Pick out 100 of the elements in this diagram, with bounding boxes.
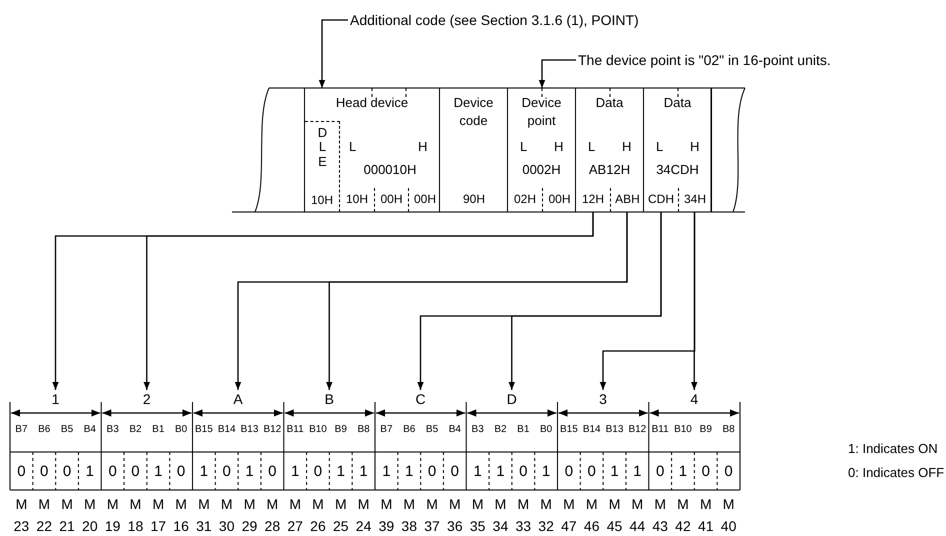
device-number: 25 (332, 517, 350, 535)
device-number: 42 (674, 517, 692, 535)
device-letter: M (106, 495, 120, 513)
device-number: 23 (12, 517, 30, 535)
low-byte-marker: L (349, 138, 356, 156)
bit-value: 0 (564, 462, 574, 482)
high-byte-marker: H (554, 138, 564, 156)
device-letter: M (197, 495, 211, 513)
bit-name: B15 (559, 423, 579, 437)
device-number: 31 (195, 517, 213, 535)
bit-value: 1 (290, 462, 300, 482)
annotation-text: The device point is "02" in 16-point units. (578, 50, 938, 70)
device-letter: M (14, 495, 28, 513)
bit-value: 0 (222, 462, 232, 482)
device-letter: M (494, 495, 508, 513)
device-letter: M (242, 495, 256, 513)
byte-value: 10H (340, 188, 374, 212)
device-number: 47 (560, 517, 578, 535)
bit-name: B9 (334, 423, 348, 437)
bit-name: B11 (286, 423, 305, 437)
device-letter: M (83, 495, 97, 513)
device-number: 40 (720, 517, 738, 535)
bit-value: 1 (472, 462, 483, 482)
device-letter: M (630, 495, 644, 513)
device-number: 35 (468, 517, 486, 535)
low-byte-marker: L (656, 138, 664, 156)
device-number: 19 (104, 517, 122, 535)
nibble-label: B (314, 390, 345, 408)
device-number: 27 (286, 517, 304, 535)
bit-value: 0 (107, 462, 118, 482)
bit-name: B13 (604, 423, 624, 437)
bit-value: 1 (336, 462, 346, 482)
nibble-label: 1 (40, 390, 71, 408)
byte-value: 00H (408, 188, 441, 212)
high-byte-marker: H (622, 138, 632, 156)
bit-name: B5 (60, 423, 74, 437)
dle-field (305, 121, 340, 212)
device-number: 39 (378, 517, 396, 535)
bit-value: 0 (586, 462, 597, 482)
bit-value: 1 (495, 462, 506, 482)
device-number: 21 (58, 517, 76, 535)
field-heading: Data (662, 94, 692, 112)
annotation-text: Additional code (see Section 3.1.6 (1), POINT) (350, 10, 690, 30)
device-number: 32 (537, 517, 555, 535)
device-letter: M (37, 495, 52, 513)
device-number: 45 (606, 517, 624, 535)
arrow (508, 212, 662, 390)
hex-value: 0002H (521, 161, 562, 179)
arrow (691, 212, 698, 390)
bit-name: B4 (448, 423, 462, 437)
bit-value: 1 (84, 462, 96, 482)
bit-value: 0 (450, 462, 460, 482)
device-number: 28 (264, 517, 282, 535)
bit-value: 0 (267, 462, 278, 482)
hex-value: 000010H (362, 161, 418, 179)
device-number: 46 (582, 517, 600, 535)
legend-note: 0: Indicates OFF (848, 464, 944, 482)
device-letter: M (311, 495, 325, 513)
device-letter: M (698, 495, 713, 513)
field-heading: Data (594, 94, 624, 112)
bit-value: 0 (312, 462, 324, 482)
bit-value: 1 (609, 462, 620, 482)
bit-value: 0 (426, 462, 438, 482)
byte-value: 02H (508, 188, 542, 212)
device-number: 33 (514, 517, 532, 535)
bit-value: 1 (198, 462, 210, 482)
bit-name: B9 (698, 423, 713, 437)
arrow (326, 212, 628, 390)
device-letter: M (584, 495, 599, 513)
device-letter: M (539, 495, 553, 513)
nibble-label: 4 (678, 390, 710, 408)
high-byte-marker: H (690, 138, 700, 156)
bit-value: 0 (518, 462, 528, 482)
device-letter: M (288, 495, 302, 513)
low-byte-marker: L (588, 138, 596, 156)
bit-name: B1 (151, 423, 166, 437)
device-number: 41 (696, 517, 715, 535)
device-letter: M (402, 495, 416, 513)
device-letter: M (516, 495, 530, 513)
nibble-label: D (496, 390, 528, 408)
device-number: 17 (149, 517, 168, 535)
device-letter: M (356, 495, 370, 513)
device-number: 22 (35, 517, 53, 535)
arrow (144, 212, 594, 390)
device-letter: M (653, 495, 667, 513)
hex-value: 34CDH (655, 161, 700, 179)
device-letter: M (60, 495, 74, 513)
bit-name: B11 (650, 423, 670, 437)
bit-name: B4 (82, 423, 97, 437)
bit-value: 1 (358, 462, 369, 482)
byte-value: CDH (644, 188, 678, 212)
bit-value: 1 (404, 462, 414, 482)
legend-note: 1: Indicates ON (848, 440, 938, 458)
bit-value: 1 (632, 462, 643, 482)
device-letter: M (608, 495, 622, 513)
byte-value: 00H (374, 188, 408, 212)
bit-value: 1 (381, 462, 392, 482)
device-number: 38 (400, 517, 418, 535)
bit-name: B10 (308, 423, 328, 437)
byte-value: 10H (305, 189, 339, 211)
